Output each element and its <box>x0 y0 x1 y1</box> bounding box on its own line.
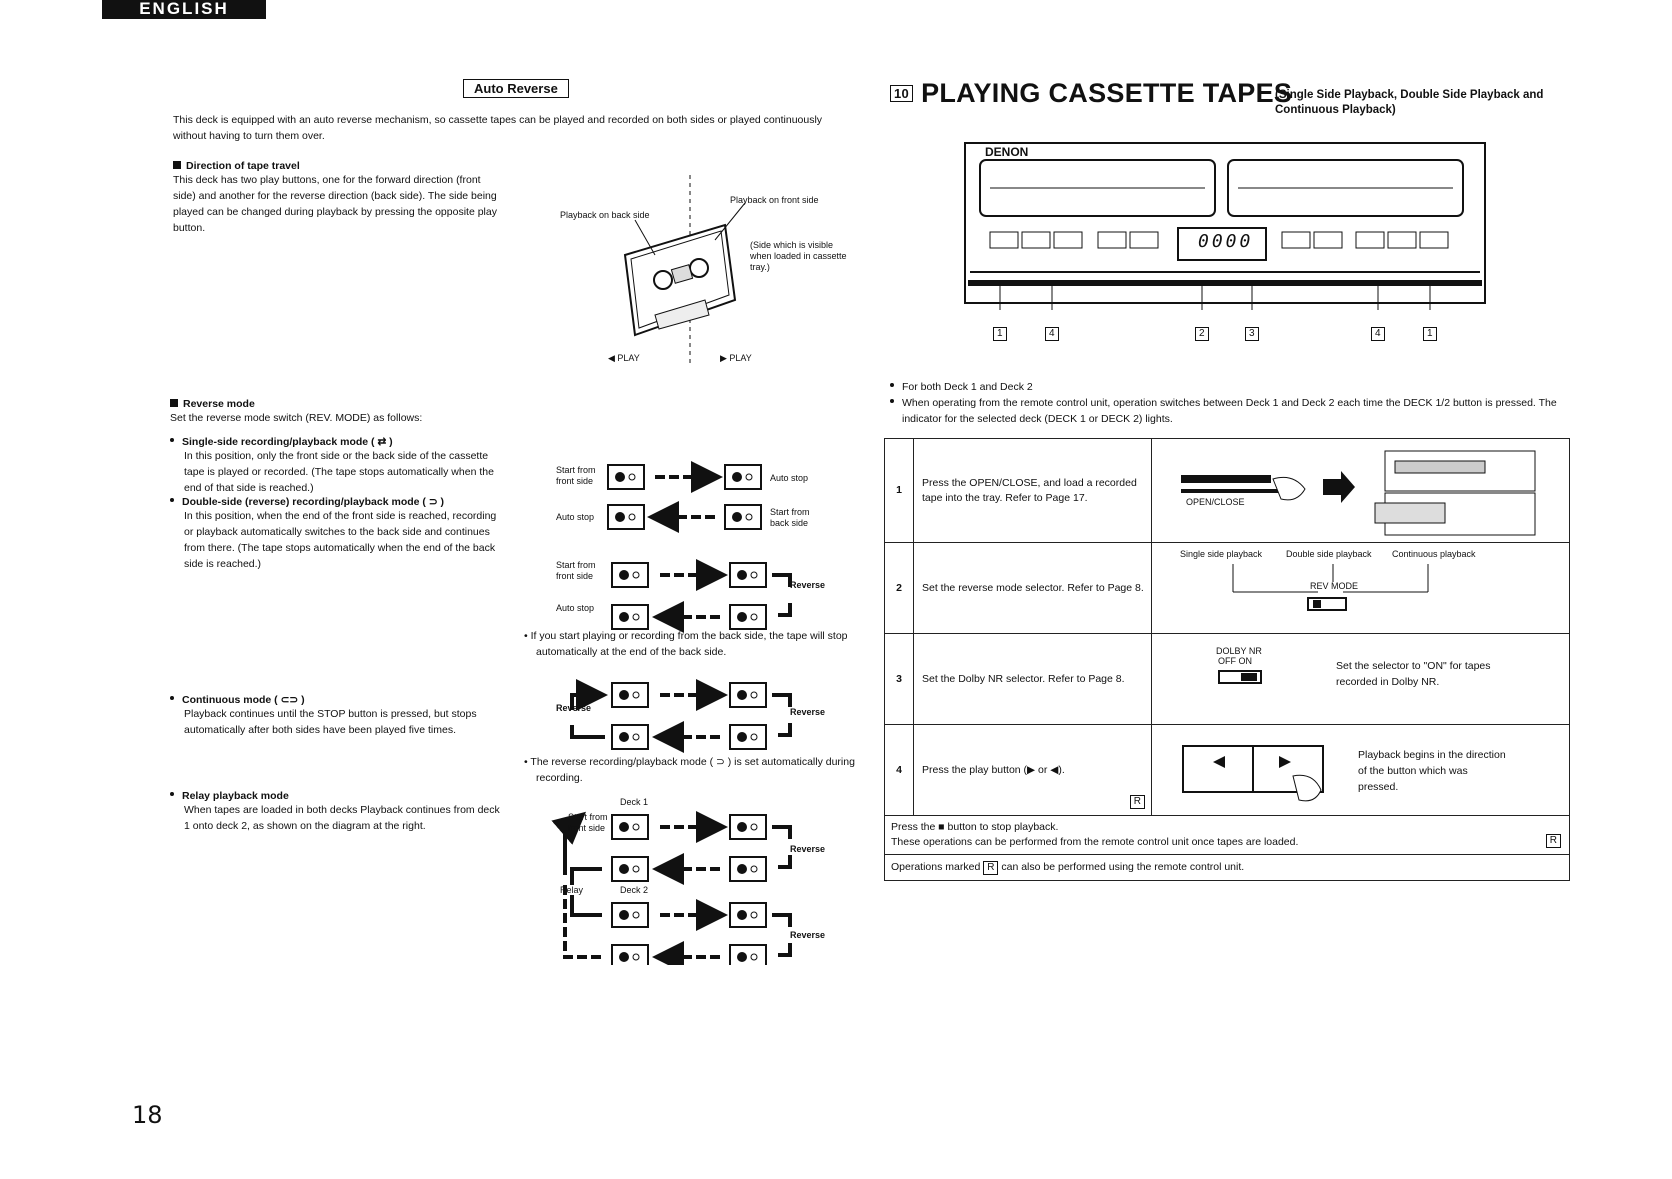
direction-section: Direction of tape travel This deck has t… <box>173 160 499 236</box>
step-row-1: 1 Press the OPEN/CLOSE, and load a recor… <box>884 438 1570 543</box>
auto-reverse-heading: Auto Reverse <box>463 79 569 98</box>
reverse-label: Reverse <box>790 580 826 590</box>
auto-stop-label-2: Auto stop <box>556 512 595 522</box>
callout-1-right: 1 <box>1423 323 1437 341</box>
step-row-3: 3 Set the Dolby NR selector. Refer to Pa… <box>884 633 1570 725</box>
page-number: 18 <box>132 1101 163 1129</box>
step2-illustration: Single side playback Double side playbac… <box>1151 542 1570 634</box>
start-front-label: Start from front side <box>556 465 596 486</box>
cassette-illustration <box>623 223 737 337</box>
reverse-mode-section: Reverse mode Set the reverse mode switch… <box>170 398 500 572</box>
mode-diagrams <box>551 461 792 965</box>
auto-stop-label-3: Auto stop <box>556 603 595 613</box>
reverse-label-4: Reverse <box>790 844 826 854</box>
note-reverse-auto: • The reverse recording/playback mode ( … <box>524 756 855 784</box>
callout-4-right: 4 <box>1371 323 1385 341</box>
deck-bullets: For both Deck 1 and Deck 2 When operatin… <box>890 379 1570 427</box>
steps-table: 1 Press the OPEN/CLOSE, and load a recor… <box>884 438 1570 881</box>
note-back-side: • If you start playing or recording from… <box>524 630 848 658</box>
step1-illustration: OPEN/CLOSE <box>1151 438 1570 543</box>
start-front-label-2: Start from front side <box>556 560 596 581</box>
brand-logo: DENON <box>985 145 1029 159</box>
front-side-label: Playback on front side <box>730 195 819 205</box>
play-right-label: ▶ PLAY <box>720 353 752 363</box>
deck1-label: Deck 1 <box>620 797 649 807</box>
dolby-nr-label: DOLBY NR <box>1216 646 1262 656</box>
language-tag: ENGLISH <box>102 0 266 19</box>
intro-paragraph: This deck is equipped with an auto rever… <box>173 114 823 142</box>
step-row-2: 2 Set the reverse mode selector. Refer t… <box>884 542 1570 634</box>
open-close-label: OPEN/CLOSE <box>1186 497 1245 507</box>
dolby-off-on-label: OFF ON <box>1218 656 1252 666</box>
step-row-4: 4 Press the play button (▶ or ◀). R Play… <box>884 724 1570 816</box>
dolby-note: Set the selector to "ON" for tapes recor… <box>1336 660 1491 688</box>
step3-illustration: DOLBY NR OFF ON Set the selector to "ON"… <box>1151 633 1570 725</box>
single-mode-item: Single-side recording/playback mode ( ⇄ … <box>170 436 500 496</box>
callout-2: 2 <box>1195 323 1209 341</box>
direction-title: Direction of tape travel <box>173 160 499 172</box>
direction-body: This deck has two play buttons, one for … <box>173 174 497 234</box>
section-title: Auto Reverse <box>463 79 569 98</box>
reverse-mode-title: Reverse mode <box>170 398 500 410</box>
footer-row: Press the ■ button to stop playback. The… <box>884 815 1570 855</box>
reverse-label-3: Reverse <box>790 707 826 717</box>
cassette-deck-illustration <box>964 142 1486 310</box>
relay-label: Relay <box>560 885 584 895</box>
reverse-mode-intro: Set the reverse mode switch (REV. MODE) … <box>170 412 423 424</box>
relay-mode-item: Relay playback mode When tapes are loade… <box>170 790 500 834</box>
reverse-label-2: Reverse <box>556 703 592 713</box>
back-side-label: Playback on back side <box>560 210 650 220</box>
section-number: 10 <box>890 85 914 102</box>
double-mode-item: Double-side (reverse) recording/playback… <box>170 496 500 572</box>
start-front-label-3: Start from front side <box>568 812 608 833</box>
stop-note: Press the ■ button to stop playback. <box>891 821 1059 833</box>
label-continuous: Continuous playback <box>1392 549 1476 559</box>
deck2-label: Deck 2 <box>620 885 649 895</box>
cassette-direction-figure <box>623 175 746 365</box>
step4-illustration: Playback begins in the direction of the … <box>1151 724 1570 816</box>
bullet-both-decks: For both Deck 1 and Deck 2 <box>890 379 1570 395</box>
counter-display: 0000 <box>1198 231 1254 252</box>
label-double-side: Double side playback <box>1286 549 1372 559</box>
start-back-label: Start from back side <box>770 507 810 528</box>
bullet-remote: When operating from the remote control u… <box>890 395 1570 427</box>
remote-mark-footer: R <box>1545 834 1561 848</box>
side-note: (Side which is visible when loaded in ca… <box>750 240 847 272</box>
playback-note: Playback begins in the direction of the … <box>1358 749 1506 793</box>
operations-row: Operations marked R can also be performe… <box>884 854 1570 881</box>
remote-mark-step4: R <box>1129 795 1145 809</box>
callout-3: 3 <box>1245 323 1259 341</box>
rev-mode-label: REV MODE <box>1310 581 1359 591</box>
callout-1-left: 1 <box>993 323 1007 341</box>
remote-note: These operations can be performed from t… <box>891 836 1299 848</box>
reverse-label-5: Reverse <box>790 930 826 940</box>
play-left-label: ◀ PLAY <box>608 353 640 363</box>
continuous-mode-item: Continuous mode ( ⊂⊃ ) Playback continue… <box>170 694 500 738</box>
auto-stop-label: Auto stop <box>770 473 809 483</box>
page-subtitle: (Single Side Playback, Double Side Playb… <box>1275 89 1544 116</box>
callout-4-left: 4 <box>1045 323 1059 341</box>
remote-mark-inline: R <box>983 861 999 875</box>
label-single-side: Single side playback <box>1180 549 1263 559</box>
